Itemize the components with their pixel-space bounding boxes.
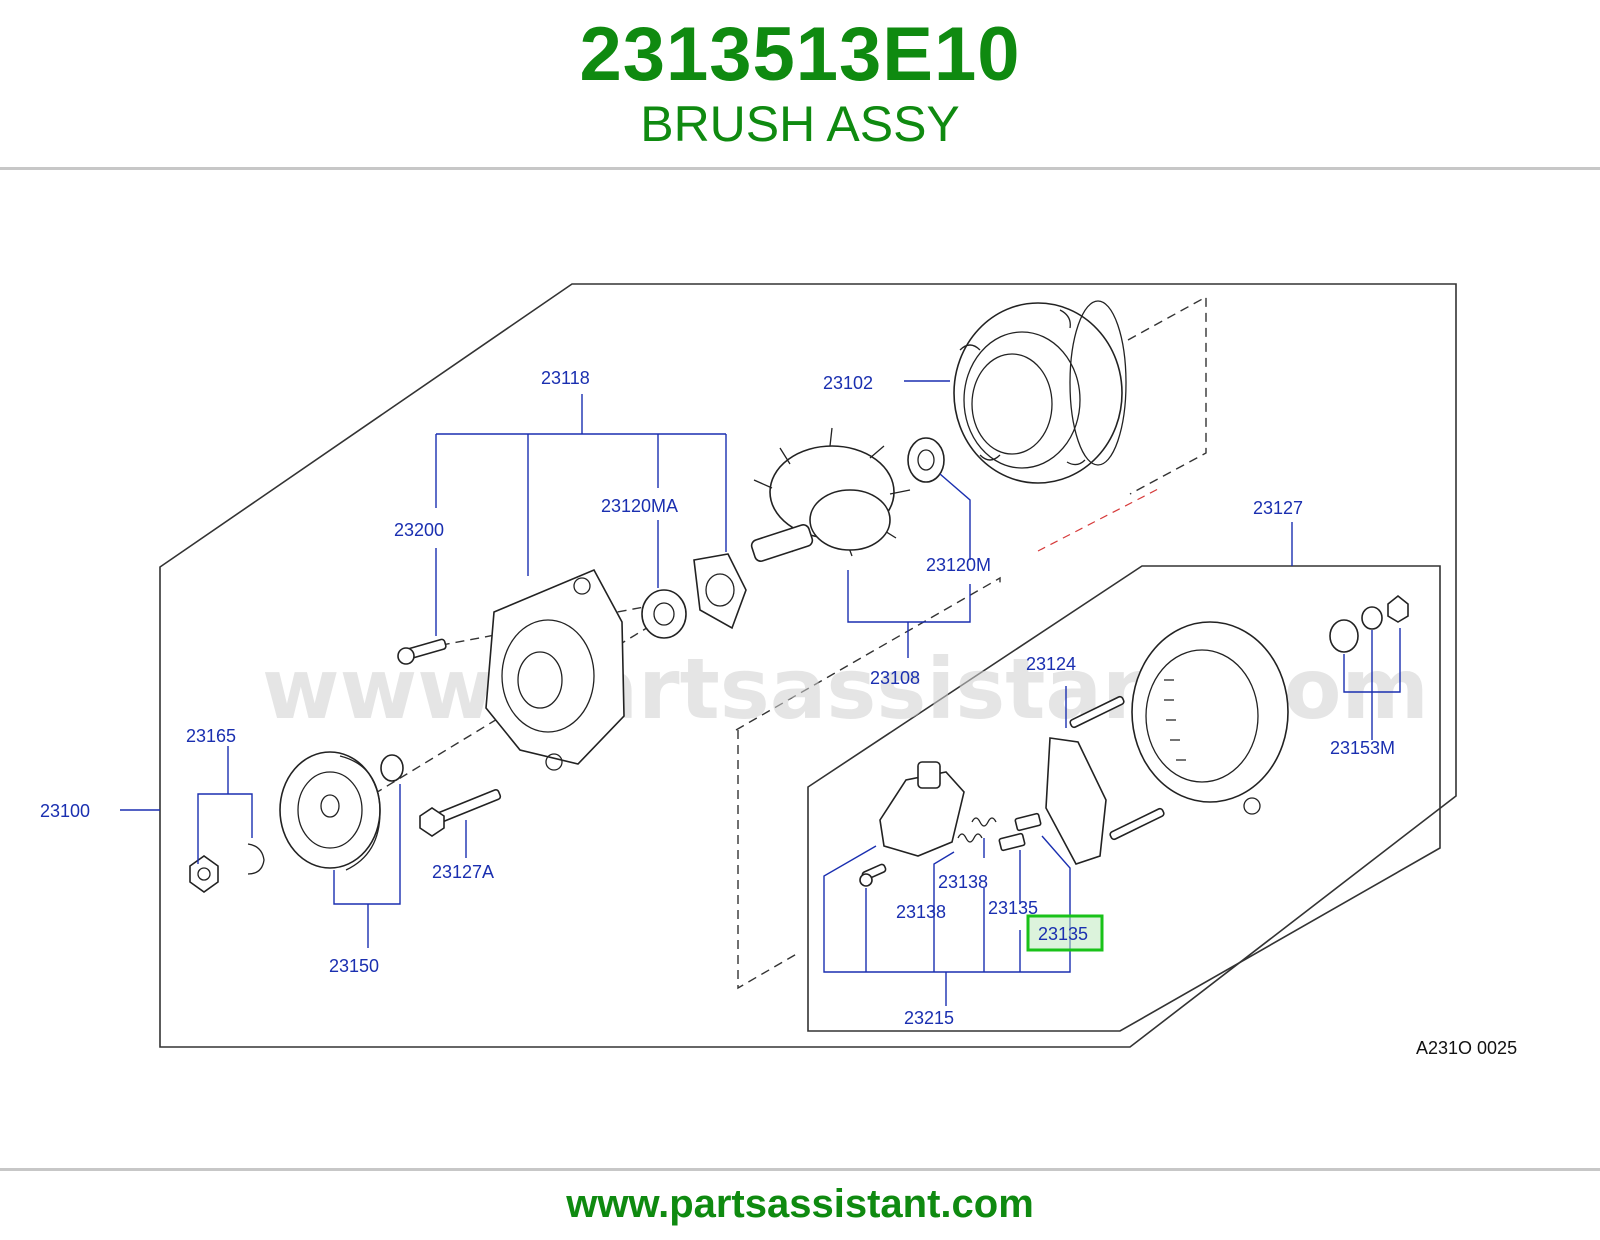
- callout-23118[interactable]: 23118: [541, 368, 590, 388]
- inner-frame: [807, 565, 1441, 1032]
- callout-23200[interactable]: 23200: [394, 520, 444, 540]
- callout-23100[interactable]: 23100: [40, 801, 90, 821]
- axis-dash-lower: [373, 625, 651, 795]
- callout-23108[interactable]: 23108: [870, 668, 920, 688]
- leader-lines: [120, 380, 1401, 1006]
- spring-parts: [957, 817, 997, 843]
- brush-parts: [998, 812, 1042, 852]
- part-number: 2313513E10: [579, 12, 1021, 97]
- outer-frame: [159, 283, 1457, 1048]
- callout-23127[interactable]: 23127: [1253, 498, 1303, 518]
- through-bolt-part: [419, 788, 502, 837]
- callout-23102[interactable]: 23102: [823, 373, 873, 393]
- callout-23215[interactable]: 23215: [904, 1008, 954, 1028]
- part-name: BRUSH ASSY: [640, 96, 960, 152]
- callout-23165[interactable]: 23165: [186, 726, 236, 746]
- front-bearing-part: [641, 589, 687, 639]
- callout-23120MA[interactable]: 23120MA: [601, 496, 678, 516]
- footer-divider: [0, 1168, 1600, 1171]
- header-divider: [0, 167, 1600, 170]
- callout-23135-highlighted[interactable]: 23135: [1038, 924, 1088, 944]
- callout-23127A[interactable]: 23127A: [432, 862, 494, 882]
- front-bracket-part: [485, 568, 625, 771]
- callout-23138-upper[interactable]: 23138: [938, 872, 988, 892]
- axis-dash-upper: [425, 603, 661, 649]
- stator-part: [953, 300, 1127, 484]
- brush-holder-part: [859, 761, 965, 887]
- rotor-part: [750, 427, 911, 562]
- figure-code: A231O 0025: [1416, 1038, 1517, 1058]
- callout-23153M[interactable]: 23153M: [1330, 738, 1395, 758]
- spacer-part: [380, 754, 404, 782]
- left-dash-line: [737, 730, 801, 990]
- callout-23120M[interactable]: 23120M: [926, 555, 991, 575]
- pulley-part: [279, 751, 381, 871]
- footer-url[interactable]: www.partsassistant.com: [566, 1182, 1034, 1226]
- callout-23135-upper[interactable]: 23135: [988, 898, 1038, 918]
- front-dash-line: [735, 576, 1001, 731]
- callout-23150[interactable]: 23150: [329, 956, 379, 976]
- callout-23124[interactable]: 23124: [1026, 654, 1076, 674]
- rectifier-part: [1045, 695, 1165, 865]
- bearing-retainer-part: [693, 553, 747, 630]
- stator-dash-line: [1127, 295, 1207, 495]
- highlight-box: [1026, 914, 1104, 952]
- callout-23138-lower[interactable]: 23138: [896, 902, 946, 922]
- nut-part: [189, 843, 265, 893]
- rear-cover-part: [1131, 621, 1289, 815]
- screw-part: [397, 638, 447, 665]
- rotor-bearing-part: [907, 437, 945, 483]
- axis-red-dash: [1037, 487, 1161, 552]
- header: 2313513E10 BRUSH ASSY: [0, 0, 1600, 170]
- terminal-part: [1329, 594, 1409, 653]
